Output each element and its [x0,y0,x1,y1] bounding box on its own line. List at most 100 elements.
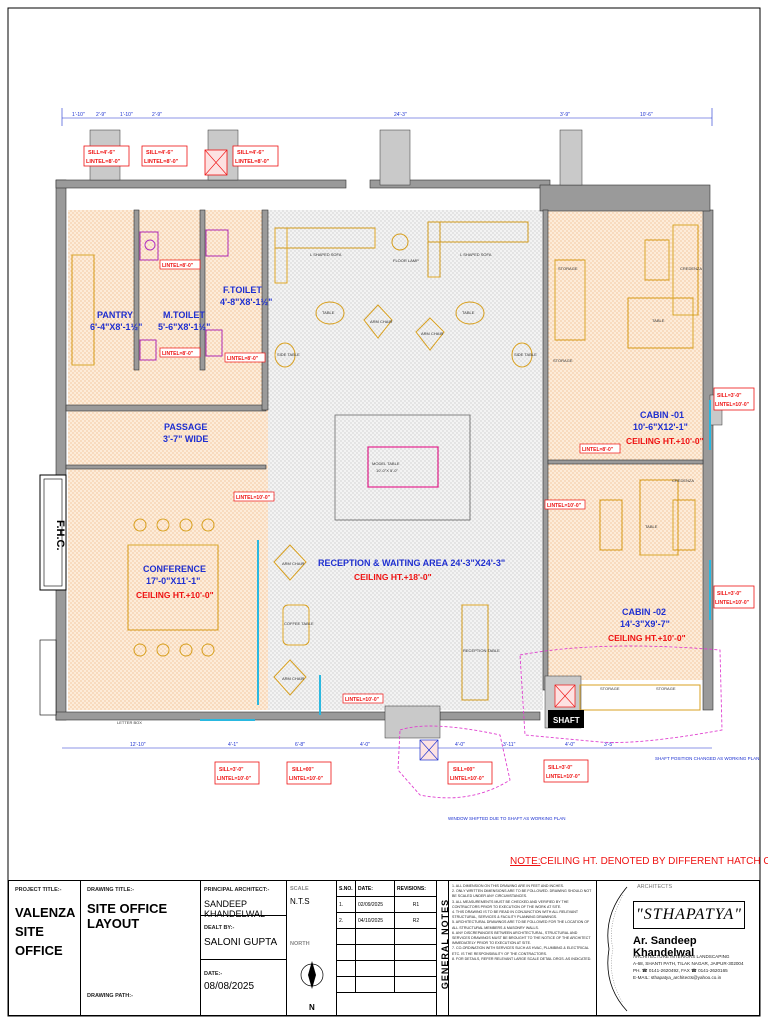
room-cabin2-name: CABIN -02 [622,607,666,617]
svg-text:LINTEL=10'-0": LINTEL=10'-0" [289,776,324,782]
svg-text:LINTEL=8'-0": LINTEL=8'-0" [227,356,259,362]
room-cabin1-size: 10'-6"X12'-1" [633,422,688,432]
room-ftoilet-name: F.TOILET [223,285,262,295]
room-passage-name: PASSAGE [164,422,207,432]
svg-text:2'-9": 2'-9" [152,112,162,118]
svg-text:LINTEL=10'-0": LINTEL=10'-0" [715,600,750,606]
tag-bottom-3: SILL=00" LINTEL=10'-0" [447,761,493,785]
svg-text:SILL=4'-6": SILL=4'-6" [88,150,115,156]
reception-furniture: L SHAPED SOFA L SHAPED SOFA FLOOR LAMP T… [273,221,537,701]
room-cabin2-size: 14'-3"X9'-7" [620,619,670,629]
svg-text:CREDENZA: CREDENZA [680,266,702,271]
svg-text:NOTE:: NOTE: [510,856,541,867]
svg-text:SILL=4'-6": SILL=4'-6" [146,150,173,156]
note-shaft-changed: SHAFT POSITION CHANGED AS WORKING PLAN [655,756,759,761]
svg-text:4'-0": 4'-0" [565,742,575,748]
svg-text:STORAGE: STORAGE [558,266,578,271]
room-cabin1-name: CABIN -01 [640,410,684,420]
bottom-dimension-line: 12'-10" 4'-1" 6'-8" 4'-0" 4'-0" 3'-11" 4… [62,742,712,749]
tag-top-3: SILL=4'-6" LINTEL=8'-0" [232,145,279,167]
svg-text:SILL=00": SILL=00" [453,767,475,773]
room-cabin1-ceiling: CEILING HT.+10'-0" [626,436,704,446]
tag-right-1: SILL=3'-0" LINTEL=10'-0" [713,387,755,411]
svg-text:SIDE TABLE: SIDE TABLE [277,352,300,357]
tag-bottom-2: SILL=00" LINTEL=10'-0" [286,761,332,785]
drawing-title: SITE OFFICE LAYOUT [87,901,168,931]
firm-cell: ARCHITECTS "STHAPATYA" Ar. Sandeep Khand… [597,881,759,1015]
tag-bottom-4: SILL=3'-0" LINTEL=10'-0" [543,759,589,783]
svg-text:RECEPTION TABLE: RECEPTION TABLE [463,648,500,653]
room-conference-size: 17'-0"X11'-1" [146,576,200,586]
svg-text:ARM CHAIR: ARM CHAIR [282,676,305,681]
svg-text:SHAFT: SHAFT [553,716,580,725]
hatch-note-banner: NOTE: CEILING HT. DENOTED BY DIFFERENT H… [510,856,768,867]
scale-value: N.T.S [290,897,310,906]
room-mtoilet-name: M.TOILET [163,310,205,320]
svg-text:LINTEL=10'-0": LINTEL=10'-0" [217,776,252,782]
architect-name: Ar. Sandeep Khandelwal [633,935,697,959]
revision-row: 2. 04/10/2025 R2 [337,912,437,929]
svg-text:COFFEE TABLE: COFFEE TABLE [284,621,314,626]
top-dimension-line: 1'-10" 2'-9" 1'-10" 2'-9" 24'-3" 3'-9" 1… [61,108,713,126]
room-reception-ceiling: CEILING HT.+18'-0" [354,572,432,582]
conference-furniture [39,518,219,716]
tag-top-2: SILL=4'-6" LINTEL=8'-0" [141,145,188,167]
windows [200,400,711,721]
shaft: SHAFT [419,684,584,761]
svg-text:L SHAPED SOFA: L SHAPED SOFA [460,252,492,257]
project-title: VALENZA SITE OFFICE [15,905,75,958]
scale-cell: SCALE N.T.S NORTH N [287,881,337,1015]
svg-text:12'-10": 12'-10" [130,742,146,748]
room-mtoilet-size: 5'-6"X8'-1½" [158,322,210,332]
svg-text:LINTEL=8'-0": LINTEL=8'-0" [162,351,194,357]
svg-text:SILL=00": SILL=00" [292,767,314,773]
svg-text:CEILING HT. DENOTED BY DIFFERE: CEILING HT. DENOTED BY DIFFERENT HATCH C… [540,856,768,867]
svg-text:TABLE: TABLE [322,310,335,315]
tag-top-1: SILL=4'-6" LINTEL=8'-0" [83,145,130,167]
revisions-cell: S.NO. DATE: REVISIONS: 1. 02/09/2025 R1 … [337,881,437,1015]
svg-text:SILL=3'-0": SILL=3'-0" [717,591,742,597]
outer-walls [55,179,714,721]
general-notes-title-cell: GENERAL NOTES [437,881,450,1015]
svg-text:ARM CHAIR: ARM CHAIR [421,331,444,336]
svg-text:1'-10": 1'-10" [120,112,133,118]
principal-architect: SANDEEP KHANDELWAL [204,899,266,919]
svg-text:LINTEL=8'-0": LINTEL=8'-0" [162,263,194,269]
svg-text:3'-5": 3'-5" [604,742,614,748]
svg-text:TABLE: TABLE [462,310,475,315]
svg-text:LINTEL=8'-0": LINTEL=8'-0" [144,159,179,165]
svg-text:6'-8": 6'-8" [295,742,305,748]
svg-text:SILL=4'-6": SILL=4'-6" [237,150,264,156]
svg-text:2'-9": 2'-9" [96,112,106,118]
revision-row: 1. 02/09/2025 R1 [337,896,437,913]
svg-text:TABLE: TABLE [652,318,665,323]
svg-text:LETTER BOX: LETTER BOX [117,720,142,725]
svg-text:ARM CHAIR: ARM CHAIR [370,319,393,324]
room-conference-ceiling: CEILING HT.+10'-0" [136,590,214,600]
svg-text:CREDENZA: CREDENZA [672,478,694,483]
svg-text:LINTEL=10'-0": LINTEL=10'-0" [715,402,750,408]
svg-text:ARM CHAIR: ARM CHAIR [282,561,305,566]
svg-text:4'-1": 4'-1" [228,742,238,748]
tag-right-2: SILL=3'-0" LINTEL=10'-0" [713,585,755,609]
room-conference-name: CONFERENCE [143,564,206,574]
svg-text:LINTEL=8'-0": LINTEL=8'-0" [582,447,614,453]
svg-text:LINTEL=8'-0": LINTEL=8'-0" [86,159,121,165]
svg-text:10'-6": 10'-6" [640,112,653,118]
room-pantry-size: 6'-4"X8'-1½" [90,322,142,332]
svg-text:LINTEL=10'-0": LINTEL=10'-0" [450,776,485,782]
svg-text:MODEL TABLE: MODEL TABLE [372,461,400,466]
tag-bottom-1: SILL=3'-0" LINTEL=10'-0" [214,761,260,785]
svg-text:STORAGE: STORAGE [600,686,620,691]
svg-text:4'-0": 4'-0" [455,742,465,748]
svg-text:L SHAPED SOFA: L SHAPED SOFA [310,252,342,257]
cabin-furniture: TABLE CREDENZA TABLE CREDENZA STORAGE ST… [117,224,702,725]
svg-text:FLOOR LAMP: FLOOR LAMP [393,258,419,263]
room-fhc: F.H.C. [54,520,66,551]
svg-text:LINTEL=10'-0": LINTEL=10'-0" [345,697,380,703]
svg-text:3'-9": 3'-9" [560,112,570,118]
svg-text:1'-10": 1'-10" [72,112,85,118]
room-pantry-name: PANTRY [97,310,133,320]
drawing-title-cell: DRAWING TITLE:- SITE OFFICE LAYOUT DRAWI… [81,881,201,1015]
